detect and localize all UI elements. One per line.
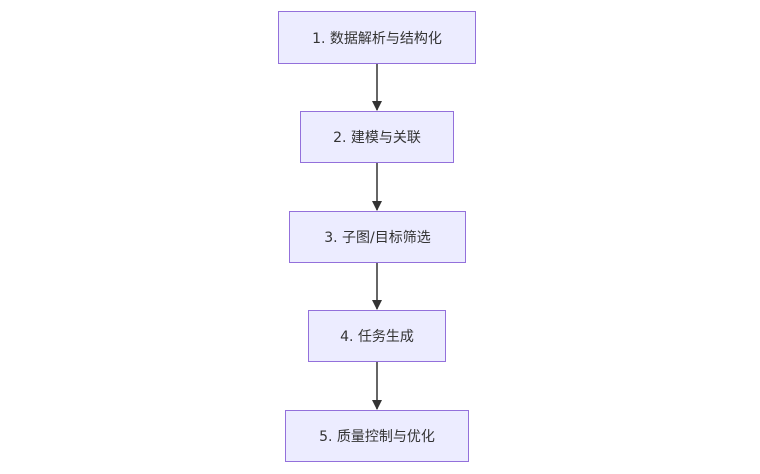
flow-node-1: 1. 数据解析与结构化: [278, 11, 476, 64]
flow-node-1-label: 1. 数据解析与结构化: [312, 30, 442, 47]
flow-node-3: 3. 子图/目标筛选: [289, 211, 466, 263]
flow-node-5-label: 5. 质量控制与优化: [319, 429, 435, 445]
flow-node-5: 5. 质量控制与优化: [285, 410, 469, 462]
flow-node-2: 2. 建模与关联: [300, 111, 454, 163]
flow-node-3-label: 3. 子图/目标筛选: [324, 230, 431, 246]
flow-node-4-label: 4. 任务生成: [340, 329, 414, 345]
flow-node-4: 4. 任务生成: [308, 310, 446, 362]
flow-node-2-label: 2. 建模与关联: [333, 130, 421, 146]
